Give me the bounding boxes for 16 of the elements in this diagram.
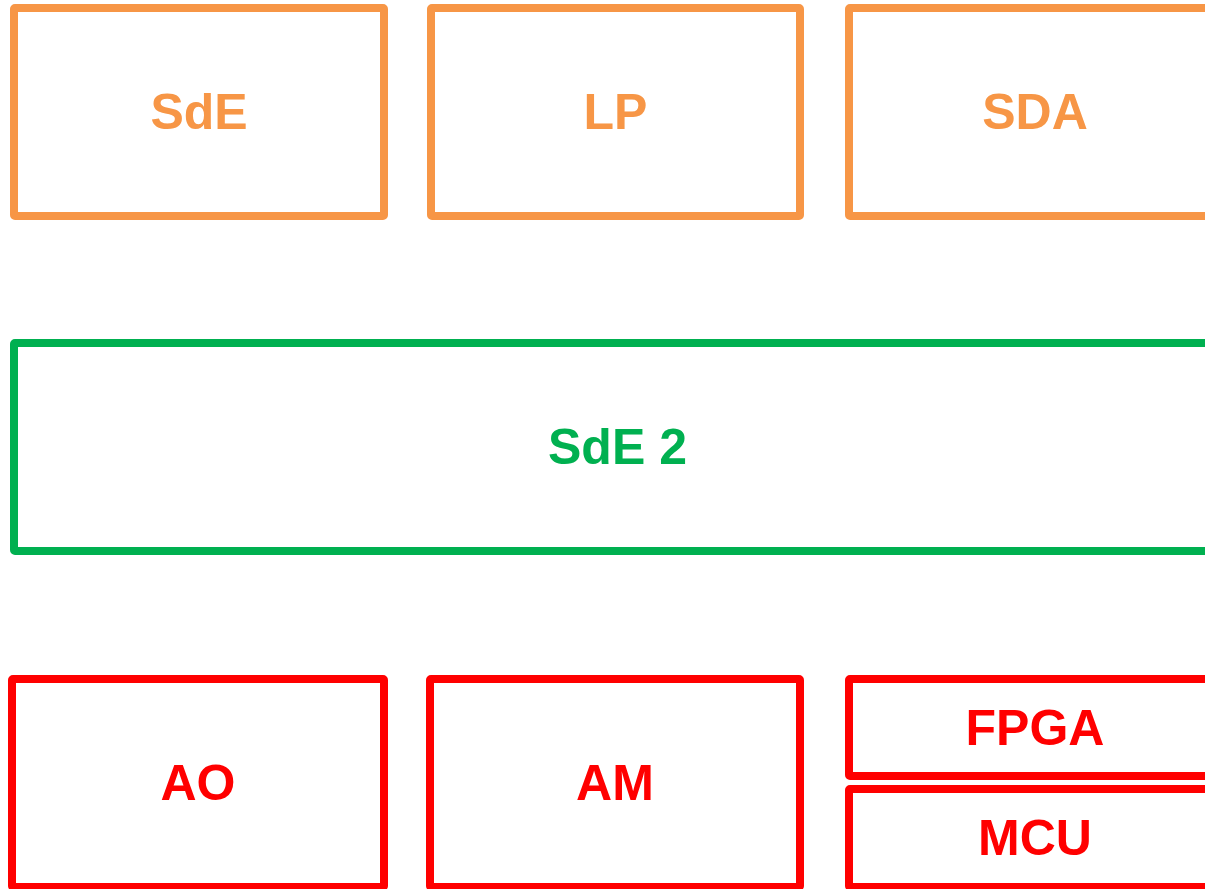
- box-label: SdE: [150, 83, 248, 141]
- process-box: [8, 675, 388, 889]
- process-box: [10, 339, 1205, 555]
- box-label: AO: [160, 754, 236, 812]
- process-box: [845, 4, 1205, 220]
- process-box: [10, 4, 388, 220]
- process-box: [845, 675, 1205, 780]
- box-label: SDA: [982, 83, 1088, 141]
- process-box: [845, 785, 1205, 889]
- process-box: [426, 675, 804, 889]
- box-label: LP: [583, 83, 648, 141]
- process-box: [427, 4, 804, 220]
- box-label: MCU: [978, 809, 1092, 867]
- box-label: SdE 2: [548, 418, 687, 476]
- box-label: FPGA: [965, 698, 1105, 757]
- box-label: AM: [576, 754, 654, 812]
